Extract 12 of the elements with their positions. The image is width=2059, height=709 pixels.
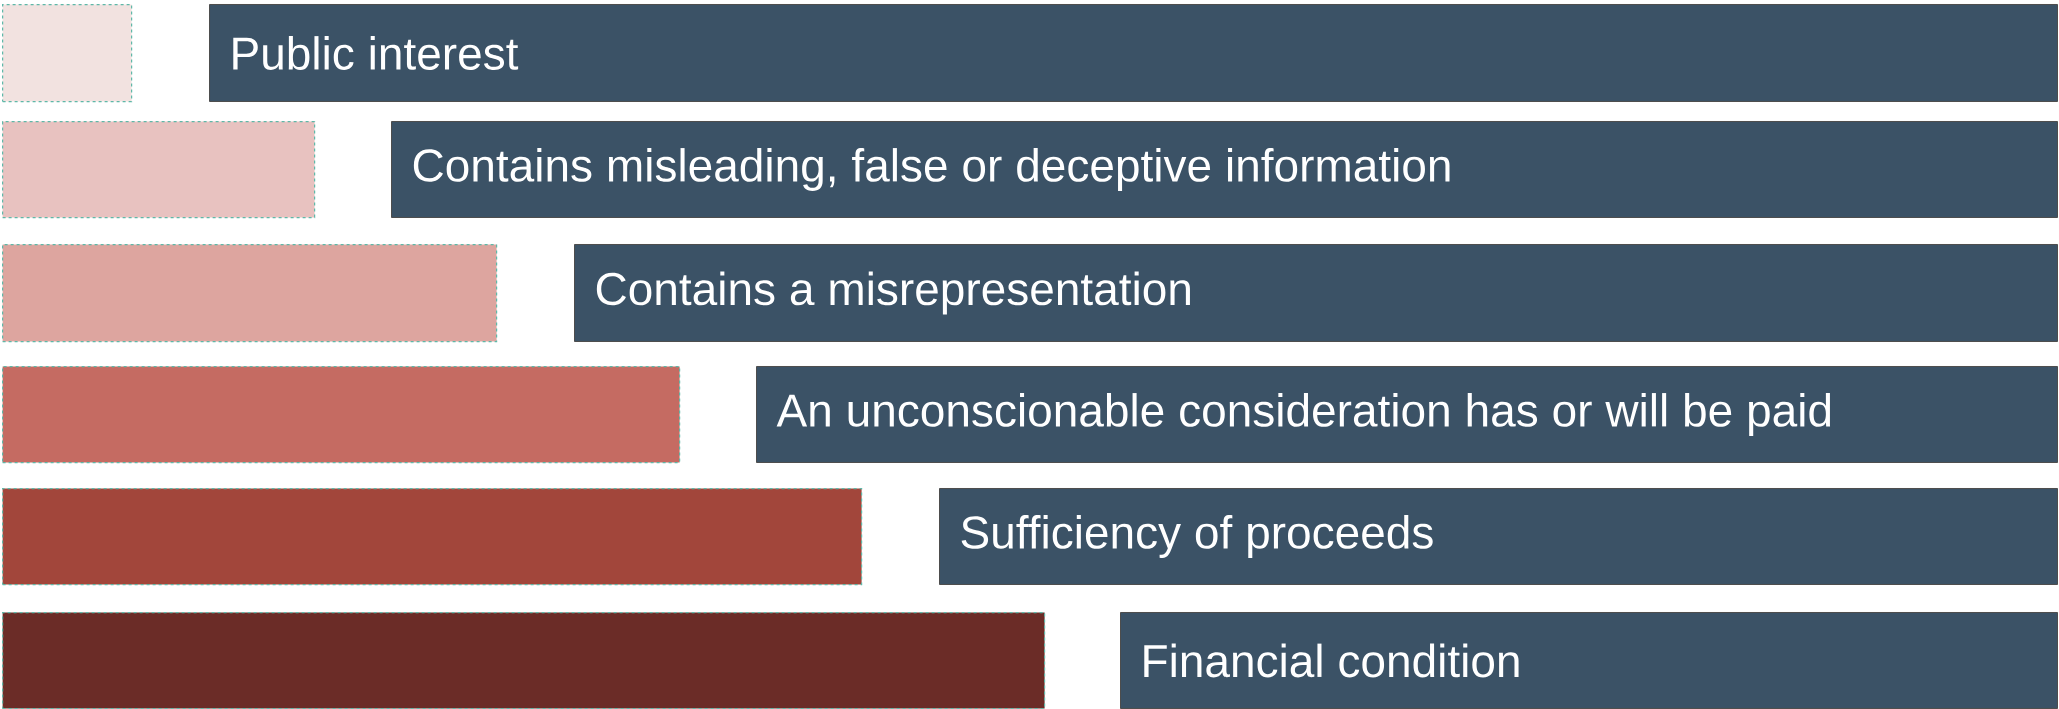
- label-box: Contains a misrepresentation: [574, 244, 2058, 342]
- bar: [2, 121, 316, 219]
- label-box: Sufficiency of proceeds: [939, 488, 2058, 585]
- bar: [2, 4, 133, 103]
- label-box: Financial condition: [1120, 612, 2058, 709]
- label-box: Public interest: [209, 4, 2058, 102]
- bar: [2, 244, 498, 343]
- bar: [2, 612, 1046, 709]
- label-box: An unconscionable consideration has or will be paid: [756, 366, 2058, 463]
- label-box: Contains misleading, false or deceptive information: [391, 121, 2058, 218]
- bar: [2, 366, 681, 464]
- bar: [2, 488, 863, 586]
